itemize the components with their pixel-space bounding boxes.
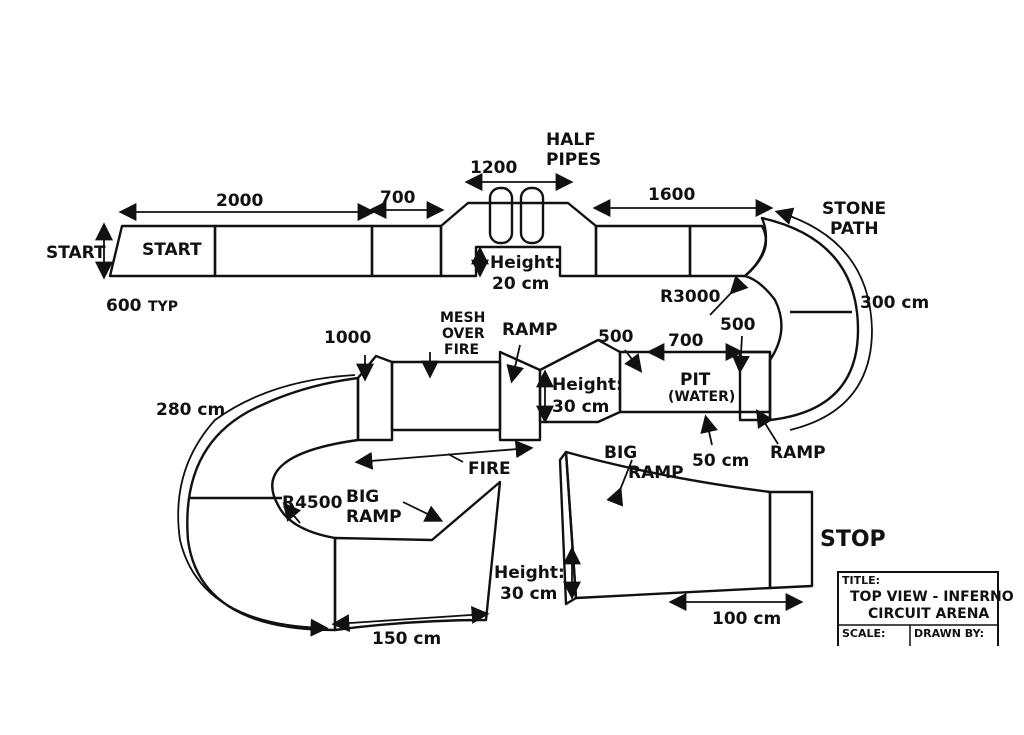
half-pipes-label-2: PIPES [546, 150, 601, 170]
title-block-scale-label: SCALE: [842, 627, 885, 640]
height-20-label-1: Height: [490, 253, 561, 273]
dim-2000-label: 2000 [216, 191, 263, 211]
pit-label-2: (WATER) [668, 389, 735, 405]
typ-label: TYP [148, 299, 178, 315]
dim-50cm-label: 50 cm [692, 451, 749, 471]
ramp-right-label: RAMP [770, 443, 826, 463]
hatched-segment-700 [370, 224, 443, 278]
big-ramp-right-label-1: BIG [604, 443, 637, 463]
dim-300cm-label: 300 cm [860, 293, 929, 313]
fire-label: FIRE [468, 459, 511, 479]
mesh-over-fire [390, 360, 502, 432]
bottom-margin [0, 646, 1024, 730]
ramp-mid-label: RAMP [502, 320, 558, 340]
dim-500-right-label: 500 [720, 315, 756, 335]
r4500-label: R4500 [282, 493, 343, 513]
big-ramp-left-label-1: BIG [346, 487, 379, 507]
start-panel-label: START [142, 240, 202, 260]
dim-1000-label: 1000 [324, 328, 371, 348]
half-pipe-left [488, 186, 514, 245]
dim-700-pit-label: 700 [668, 331, 704, 351]
r3000-label: R3000 [660, 287, 721, 307]
title-block-line-1: TOP VIEW - INFERNO [850, 589, 1014, 605]
dim-1600-label: 1600 [648, 185, 695, 205]
dim-500-left-label: 500 [598, 327, 634, 347]
pit-label-1: PIT [680, 370, 711, 390]
height-30-low-label-2: 30 cm [500, 584, 557, 604]
height-30-mid-label-1: Height: [552, 375, 623, 395]
pit-ramp-right [738, 350, 772, 422]
big-ramp-right-label-2: RAMP [628, 463, 684, 483]
stone-path-label-2: PATH [830, 219, 879, 239]
half-pipes-label-1: HALF [546, 130, 596, 150]
mesh-label-2: OVER [442, 326, 485, 342]
hatched-segment-1600a [594, 224, 692, 278]
ramp-block-1000 [356, 354, 394, 442]
dim-700-top-label: 700 [380, 188, 416, 208]
dim-1200-label: 1200 [470, 158, 517, 178]
mesh-label-3: FIRE [444, 342, 479, 358]
dim-100cm-label: 100 cm [712, 609, 781, 629]
hatched-segment-1600b [688, 224, 768, 278]
title-block: TITLE: TOP VIEW - INFERNO CIRCUIT ARENA … [837, 571, 1014, 649]
title-block-title-label: TITLE: [842, 574, 880, 587]
dim-150cm-label: 150 cm [372, 629, 441, 649]
stop-label: STOP [820, 527, 886, 552]
stone-path-label-1: STONE [822, 199, 886, 219]
mesh-label-1: MESH [440, 310, 485, 326]
height-20-label-2: 20 cm [492, 274, 549, 294]
height-30-low-label-1: Height: [494, 563, 565, 583]
height-30-mid-label-2: 30 cm [552, 397, 609, 417]
title-block-drawn-by-label: DRAWN BY: [914, 627, 984, 640]
dim-280cm-label: 280 cm [156, 400, 225, 420]
hatched-segment-2000 [213, 224, 374, 278]
labels: START START 2000 700 1200 HALF PIPES 160… [46, 130, 929, 649]
ramp-after-mesh [498, 350, 542, 442]
start-side-label: START [46, 243, 106, 263]
dimension-lines [95, 173, 873, 637]
stop-zone [768, 490, 814, 590]
half-pipe-right [519, 186, 545, 245]
title-block-line-2: CIRCUIT ARENA [868, 606, 989, 622]
dim-600-label: 600 [106, 296, 142, 316]
big-ramp-left-label-2: RAMP [346, 507, 402, 527]
big-ramp-right-group [558, 450, 814, 606]
